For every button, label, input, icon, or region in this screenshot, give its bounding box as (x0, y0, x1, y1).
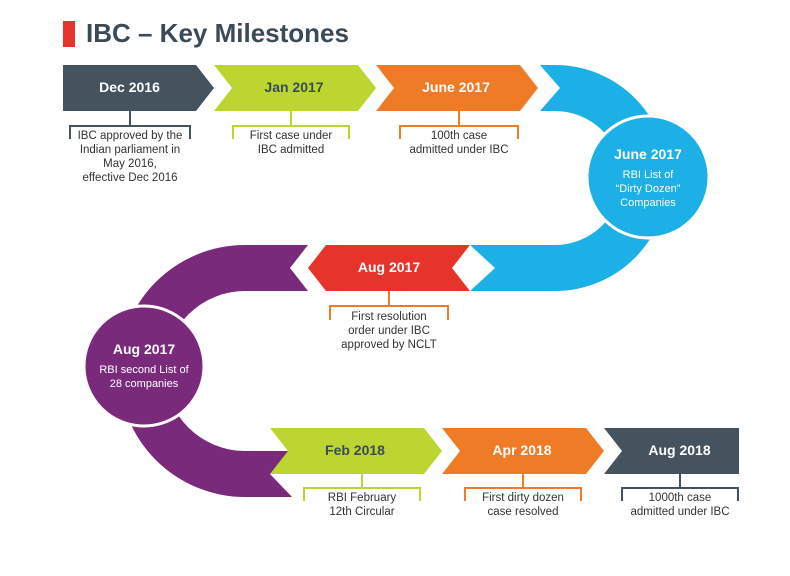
date-feb-2018: Feb 2018 (325, 442, 385, 458)
arrow-aug-2018 (604, 428, 739, 474)
desc-dec-2016-line-1: IBC approved by the (77, 130, 183, 142)
desc-aug-2017: First resolution order under IBC approve… (326, 310, 452, 352)
purple-curve-band (119, 245, 308, 497)
bracket-aug-2017-top (329, 291, 449, 320)
circle-aug-2017-content: Aug 2017 RBI second List of 28 companies (89, 341, 199, 391)
circle-june-2017-date: June 2017 (614, 146, 682, 162)
date-aug-2018: Aug 2018 (648, 442, 711, 458)
arrow-feb-2018 (270, 428, 442, 474)
cyan-curve-band (470, 65, 668, 291)
arrow-jan-2017 (214, 65, 376, 111)
title-accent-bar (63, 21, 75, 47)
bracket-aug-2018 (621, 474, 739, 501)
circle-june-2017-line-2: “Dirty Dozen” (615, 183, 681, 195)
desc-apr-2018: First dirty dozen case resolved (461, 491, 585, 519)
circle-aug-2017-line-1: RBI second List of (99, 364, 189, 376)
desc-aug-2017-line-2: order under IBC (348, 325, 430, 337)
date-aug-2017-arrow: Aug 2017 (357, 259, 421, 275)
bracket-jan-2017 (232, 111, 350, 139)
arrow-aug-2017 (308, 245, 470, 291)
circle-june-2017-line-3: Companies (620, 197, 676, 209)
date-jan-2017: Jan 2017 (264, 79, 324, 95)
desc-dec-2016-line-4: effective Dec 2016 (82, 172, 178, 184)
page-title: IBC – Key Milestones (86, 18, 349, 48)
arrow-apr-2018 (442, 428, 604, 474)
bracket-apr-2018 (464, 474, 582, 501)
arrow-dec-2016 (63, 65, 214, 111)
desc-dec-2016-line-2: Indian parliament in (79, 144, 181, 156)
bracket-june-2017 (399, 111, 519, 139)
circle-june-2017 (585, 114, 711, 240)
desc-jan-2017-line-1: First case under (249, 130, 333, 142)
desc-apr-2018-line-1: First dirty dozen (482, 492, 564, 504)
desc-aug-2018: 1000th case admitted under IBC (618, 491, 742, 519)
desc-feb-2018-line-2: 12th Circular (329, 506, 395, 518)
circle-june-2017-line-1: RBI List of (622, 169, 674, 181)
desc-apr-2018-line-2: case resolved (487, 506, 559, 518)
arrow-june-2017 (376, 65, 538, 111)
desc-feb-2018-line-1: RBI February (327, 492, 397, 504)
circle-aug-2017 (82, 304, 206, 428)
bracket-feb-2018 (303, 474, 421, 501)
desc-dec-2016-line-3: May 2016, (103, 158, 157, 170)
desc-june-2017: 100th case admitted under IBC (396, 129, 522, 157)
circle-aug-2017-date: Aug 2017 (112, 341, 176, 357)
desc-aug-2017-line-1: First resolution (351, 311, 427, 323)
desc-feb-2018: RBI February 12th Circular (300, 491, 424, 519)
desc-june-2017-line-2: admitted under IBC (409, 144, 509, 156)
desc-june-2017-line-1: 100th case (430, 130, 488, 142)
desc-aug-2017-line-3: approved by NCLT (341, 339, 437, 351)
desc-jan-2017-line-2: IBC admitted (257, 144, 325, 156)
date-june-2017-arrow: June 2017 (422, 79, 490, 95)
desc-aug-2018-line-1: 1000th case (648, 492, 712, 504)
desc-aug-2018-line-2: admitted under IBC (630, 506, 730, 518)
desc-jan-2017: First case under IBC admitted (229, 129, 353, 157)
desc-dec-2016: IBC approved by the Indian parliament in… (66, 129, 194, 185)
date-apr-2018: Apr 2018 (492, 442, 552, 458)
date-dec-2016: Dec 2016 (99, 79, 160, 95)
circle-aug-2017-line-2: 28 companies (109, 378, 179, 390)
circle-june-2017-content: June 2017 RBI List of “Dirty Dozen” Comp… (598, 146, 698, 210)
bracket-dec-2016 (69, 111, 191, 139)
